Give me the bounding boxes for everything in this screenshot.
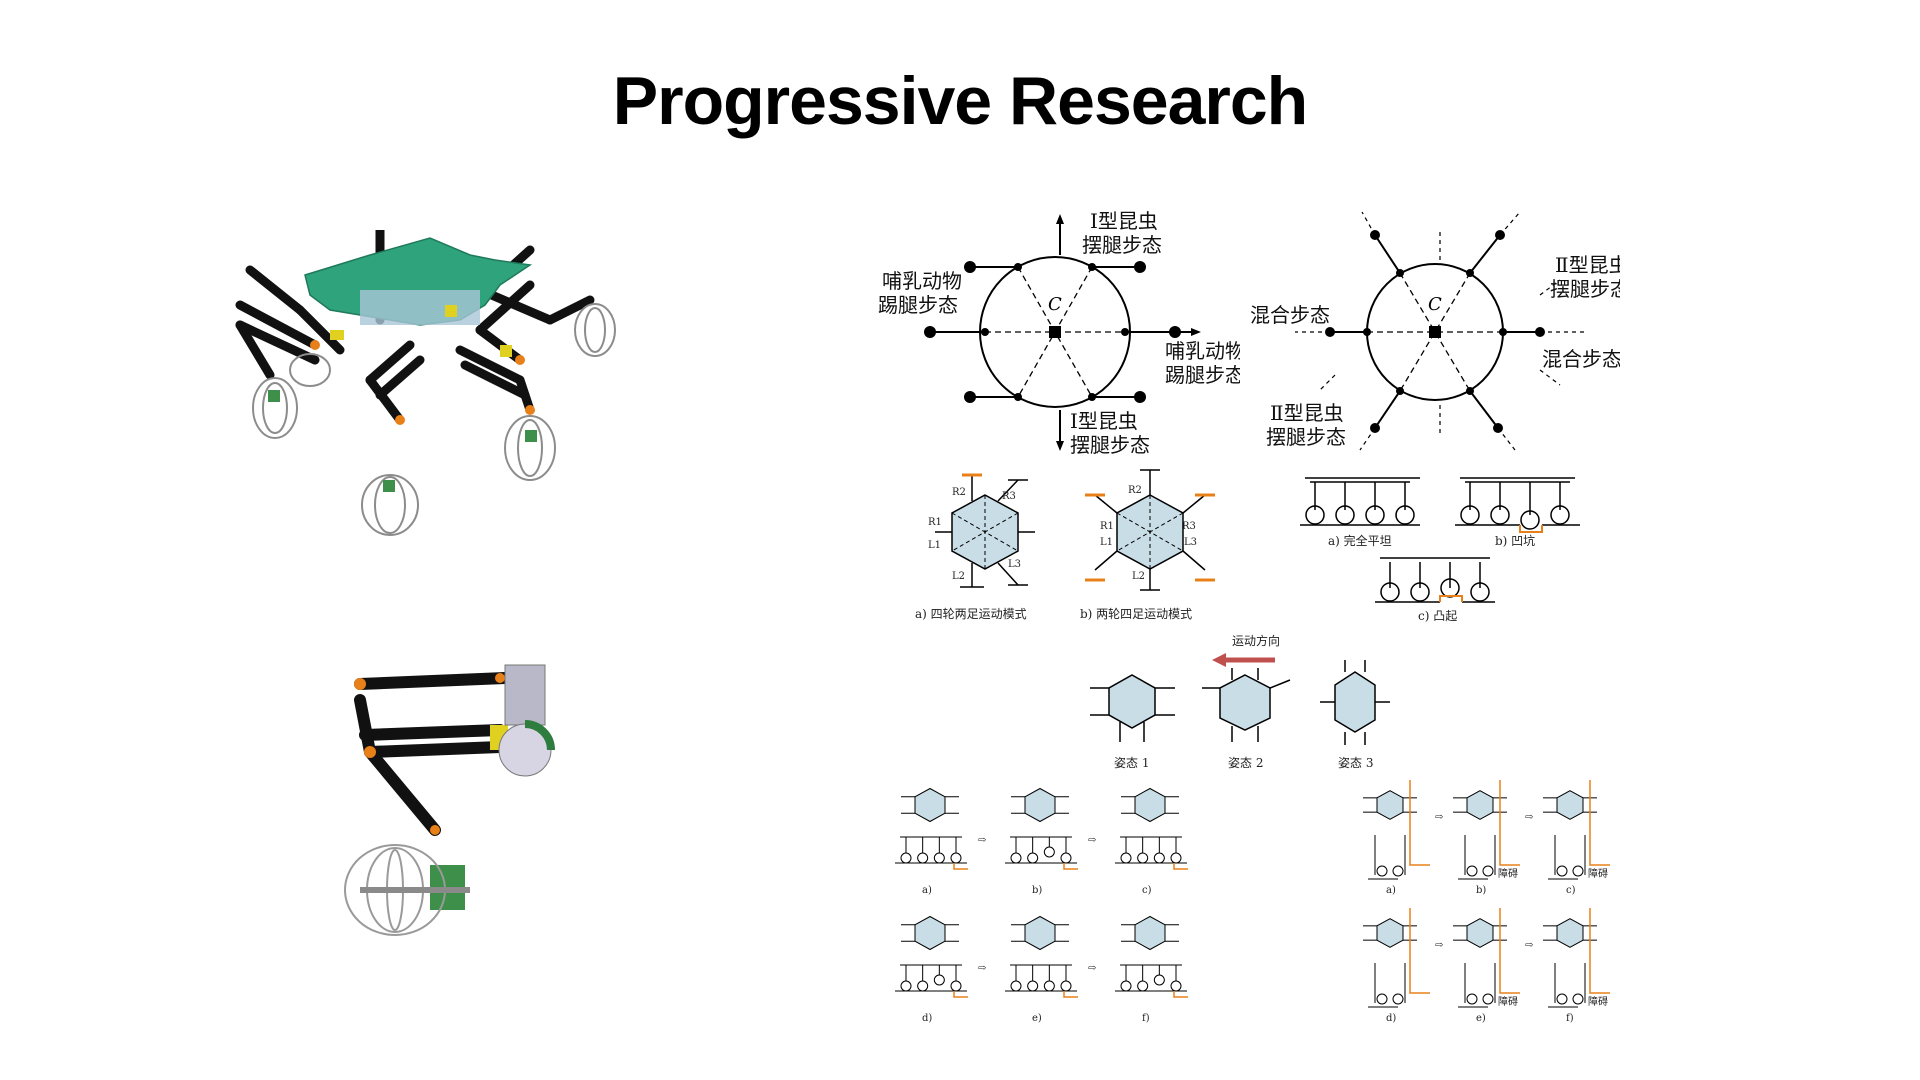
obstacle-label: 障碍: [1498, 995, 1518, 1008]
sequence-left-panels: a) ⇨ b) ⇨ c) d) ⇨ e) ⇨ f): [895, 787, 1188, 1024]
posture-1: 姿态 1: [1090, 674, 1175, 770]
bottom-label-line1: Ⅰ型昆虫: [1070, 409, 1138, 433]
posture-3-label: 姿态 3: [1338, 756, 1373, 770]
sequence-left-caption: a): [922, 885, 932, 896]
terrain-c-caption: c) 凸起: [1418, 609, 1457, 623]
direction-label: 运动方向: [1232, 633, 1280, 648]
terrain-a-caption: a) 完全平坦: [1328, 533, 1392, 548]
step-arrow-icon: ⇨: [1525, 812, 1533, 823]
svg-text:L3: L3: [1184, 537, 1197, 548]
center-label: C: [1048, 294, 1062, 315]
gait-diagram-2: C Ⅱ型昆虫 摆腿步态 混合步态 混合步态 Ⅱ型昆虫 摆腿步态: [1250, 211, 1620, 451]
sequence-right-panel: 障碍 b) ⇨: [1453, 780, 1533, 896]
sequence-right-panel: 障碍 c): [1543, 780, 1610, 896]
sequence-left-caption: e): [1032, 1013, 1042, 1024]
terrain-figures: a) 完全平坦 b) 凹坑 c) 凸起: [1300, 477, 1580, 623]
terrain-b-caption: b) 凹坑: [1495, 533, 1535, 548]
left-label-line1: 哺乳动物: [882, 269, 962, 293]
sequence-left-caption: f): [1142, 1013, 1150, 1024]
sequence-left-panel: c): [1115, 787, 1188, 896]
sequence-right: a) ⇨ 障碍 b) ⇨ 障碍 c) d) ⇨ 障碍 e) ⇨ 障碍 f): [1363, 780, 1610, 1024]
svg-text:R2: R2: [952, 487, 966, 498]
left-label-line2: 踢腿步态: [878, 293, 958, 317]
robot-render-full: [235, 230, 616, 536]
sequence-right-caption: b): [1476, 885, 1486, 896]
posture-2-label: 姿态 2: [1228, 756, 1263, 770]
sequence-left-caption: d): [922, 1013, 932, 1024]
sequence-right-caption: a): [1386, 885, 1396, 896]
svg-text:L2: L2: [1132, 571, 1145, 582]
sequence-left-panel: e) ⇨: [1005, 915, 1096, 1024]
step-arrow-icon: ⇨: [1088, 963, 1096, 974]
left-mixed-label: 混合步态: [1250, 303, 1330, 327]
slide-title: Progressive Research: [612, 63, 1308, 139]
mode-b-caption: b) 两轮四足运动模式: [1080, 607, 1192, 621]
posture-3: 姿态 3: [1320, 660, 1390, 770]
sequence-left-panel: f): [1115, 915, 1188, 1024]
sequence-right-panel: 障碍 e) ⇨: [1453, 908, 1533, 1024]
svg-text:L1: L1: [928, 540, 941, 551]
obstacle-label: 障碍: [1588, 995, 1608, 1008]
sequence-right-caption: c): [1566, 885, 1576, 896]
sequence-right-panel: d) ⇨: [1363, 908, 1443, 1024]
bottom-label-line2: 摆腿步态: [1070, 433, 1150, 457]
svg-text:R3: R3: [1002, 491, 1016, 502]
sequence-right-caption: e): [1476, 1013, 1486, 1024]
sequence-left-panel: b) ⇨: [1005, 787, 1096, 896]
terrain-flat: [1300, 477, 1420, 526]
svg-text:R1: R1: [1100, 521, 1114, 532]
top-label-line1: Ⅰ型昆虫: [1090, 209, 1158, 233]
mode-a-caption: a) 四轮两足运动模式: [915, 607, 1027, 621]
svg-text:L3: L3: [1008, 559, 1021, 570]
posture-1-label: 姿态 1: [1114, 756, 1149, 770]
gait-diagram-1: C Ⅰ型昆虫 摆腿步态 哺乳动物 踢腿步态 哺乳动物 踢腿步态 Ⅰ型昆虫 摆腿步…: [878, 209, 1240, 457]
sequence-left-caption: b): [1032, 885, 1042, 896]
svg-text:R2: R2: [1128, 485, 1142, 496]
obstacle-label: 障碍: [1588, 867, 1608, 880]
step-arrow-icon: ⇨: [1525, 940, 1533, 951]
sequence-left-panel: a) ⇨: [895, 787, 986, 896]
sequence-right-panels: a) ⇨ 障碍 b) ⇨ 障碍 c) d) ⇨ 障碍 e) ⇨ 障碍 f): [1363, 780, 1610, 1024]
top-right-label-line2: 摆腿步态: [1550, 277, 1620, 301]
svg-text:L2: L2: [952, 571, 965, 582]
svg-text:L1: L1: [1100, 537, 1113, 548]
posture-figures: 运动方向 姿态 1 姿态 2: [1090, 633, 1390, 770]
sequence-left-panel: d) ⇨: [895, 915, 986, 1024]
step-arrow-icon: ⇨: [1435, 812, 1443, 823]
right-label-line1: 哺乳动物: [1165, 339, 1240, 363]
sequence-left: a) ⇨ b) ⇨ c) d) ⇨ e) ⇨ f): [895, 787, 1188, 1024]
top-right-label-line1: Ⅱ型昆虫: [1555, 253, 1620, 277]
sequence-right-caption: f): [1566, 1013, 1574, 1024]
robot-render-leg: [344, 664, 555, 936]
bottom-left-label-line2: 摆腿步态: [1266, 425, 1346, 449]
svg-text:R3: R3: [1182, 521, 1196, 532]
step-arrow-icon: ⇨: [978, 835, 986, 846]
step-arrow-icon: ⇨: [1435, 940, 1443, 951]
svg-text:R1: R1: [928, 517, 942, 528]
sequence-right-caption: d): [1386, 1013, 1396, 1024]
sequence-left-caption: c): [1142, 885, 1152, 896]
sequence-right-panel: a) ⇨: [1363, 780, 1443, 896]
center-label-2: C: [1428, 294, 1442, 315]
right-label-line2: 踢腿步态: [1165, 363, 1240, 387]
terrain-bump: [1375, 557, 1495, 603]
sequence-right-panel: 障碍 f): [1543, 908, 1610, 1024]
top-label-line2: 摆腿步态: [1082, 233, 1162, 257]
posture-2: 姿态 2: [1202, 668, 1291, 770]
obstacle-label: 障碍: [1498, 867, 1518, 880]
terrain-pit: [1455, 477, 1580, 530]
step-arrow-icon: ⇨: [1088, 835, 1096, 846]
bottom-left-label-line1: Ⅱ型昆虫: [1270, 401, 1344, 425]
right-mixed-label: 混合步态: [1542, 347, 1620, 371]
step-arrow-icon: ⇨: [978, 963, 986, 974]
